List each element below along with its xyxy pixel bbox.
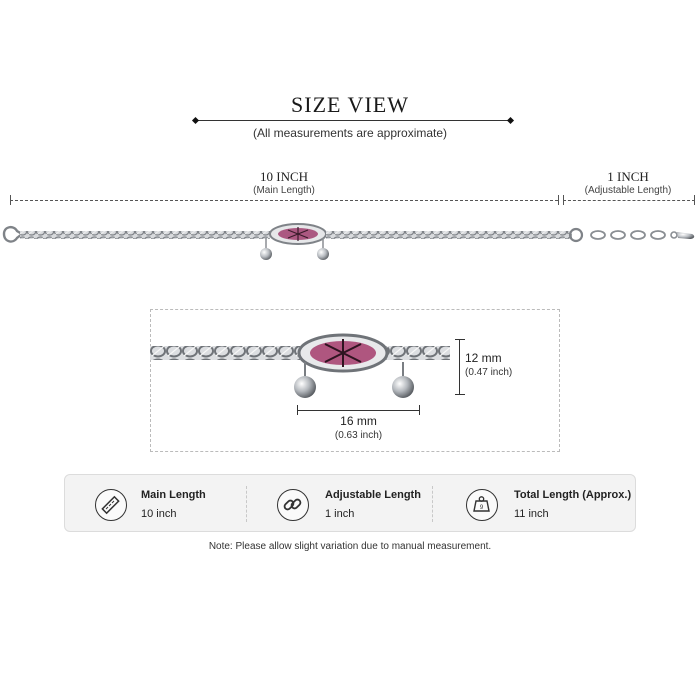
- height-mm: 12 mm: [465, 351, 502, 365]
- height-inch: (0.47 inch): [465, 367, 513, 378]
- main-length-line: [10, 200, 558, 201]
- width-line: [297, 410, 420, 411]
- spec-adjustable-length-value: 1 inch: [325, 508, 355, 520]
- page-title: SIZE VIEW: [291, 92, 409, 117]
- ruler-icon: [95, 489, 127, 521]
- adjustable-length-value: 1 INCH: [607, 169, 649, 184]
- spec-total-length-value: 11 inch: [514, 508, 549, 520]
- spec-main-length-label: Main Length: [141, 489, 206, 501]
- adjustable-length-label: (Adjustable Length): [584, 185, 672, 196]
- chain-link-icon: [277, 489, 309, 521]
- svg-text:9: 9: [480, 505, 484, 511]
- main-length-tick-right: [558, 195, 559, 205]
- divider-ornament-left: [191, 116, 200, 125]
- specs-panel: [64, 474, 636, 532]
- width-inch: (0.63 inch): [334, 430, 383, 441]
- spec-adjustable-length-label: Adjustable Length: [325, 489, 421, 501]
- specs-separator-2: [432, 486, 433, 522]
- detail-zoom-frame: [150, 309, 560, 452]
- adjustable-length-tick-right: [694, 195, 695, 205]
- spec-main-length-value: 10 inch: [141, 508, 177, 520]
- bracelet-detail-image: [150, 333, 450, 398]
- divider-ornament-right: [506, 116, 515, 125]
- height-tick-top: [455, 339, 465, 340]
- height-tick-bottom: [455, 394, 465, 395]
- bracelet-full-image: [2, 223, 695, 260]
- title-divider: [195, 120, 511, 121]
- main-length-value: 10 INCH: [259, 169, 309, 184]
- measurement-note: Note: Please allow slight variation due …: [208, 541, 492, 552]
- main-length-label: (Main Length): [253, 185, 315, 196]
- page-subtitle: (All measurements are approximate): [252, 126, 448, 140]
- spec-total-length-label: Total Length (Approx.): [514, 489, 632, 501]
- adjustable-length-line: [563, 200, 695, 201]
- width-mm: 16 mm: [340, 414, 377, 428]
- height-line: [459, 339, 460, 394]
- width-tick-right: [419, 405, 420, 415]
- specs-separator-1: [246, 486, 247, 522]
- weight-icon: 9: [466, 489, 498, 521]
